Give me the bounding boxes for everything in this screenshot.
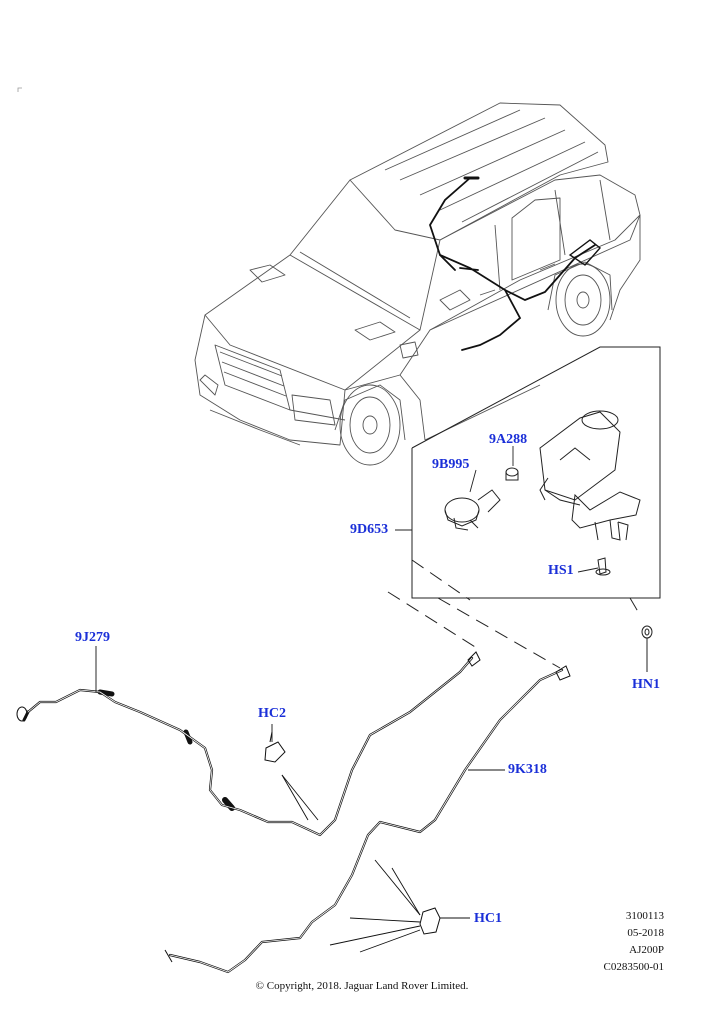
metadata-line-1: 3100113	[625, 910, 664, 922]
dashed-leaders	[387, 559, 641, 669]
callout-hs1: HS1	[548, 563, 574, 578]
purge-valve	[444, 489, 501, 531]
metadata-line-2: 05-2018	[627, 927, 664, 939]
harness-9j279-outline	[27, 657, 473, 836]
callout-hn1: HN1	[632, 677, 660, 692]
inset-leaders	[395, 446, 599, 573]
pipe-fittings	[16, 651, 571, 963]
callout-hc2: HC2	[258, 706, 286, 721]
inset-frame	[411, 346, 661, 599]
clip-hc1	[419, 907, 441, 935]
main-leaders	[95, 646, 505, 953]
callout-9k318: 9K318	[508, 762, 547, 777]
connector-9A288	[505, 467, 519, 481]
screw-hs1	[595, 557, 611, 576]
callout-9j279: 9J279	[75, 630, 110, 645]
nut-hn1	[641, 625, 653, 672]
clip-hc2	[264, 731, 286, 763]
drawing-metadata: 3100113 05-2018 AJ200P C0283500-01	[604, 908, 665, 976]
metadata-line-3: AJ200P	[629, 944, 664, 956]
metadata-line-4: C0283500-01	[603, 961, 665, 973]
callout-9a288: 9A288	[489, 432, 528, 447]
pipe-9k318	[168, 668, 564, 974]
vehicle-harness	[429, 176, 602, 351]
corner-mark	[17, 87, 22, 92]
pipe-9k318-outline	[169, 669, 563, 973]
carbon-canister	[539, 410, 641, 541]
callout-9b995: 9B995	[432, 457, 470, 472]
callout-9d653: 9D653	[350, 522, 389, 537]
vehicle-illustration	[194, 102, 641, 466]
copyright-notice: © Copyright, 2018. Jaguar Land Rover Lim…	[255, 980, 469, 992]
harness-9j279	[22, 656, 474, 837]
callout-hc1: HC1	[474, 911, 502, 926]
